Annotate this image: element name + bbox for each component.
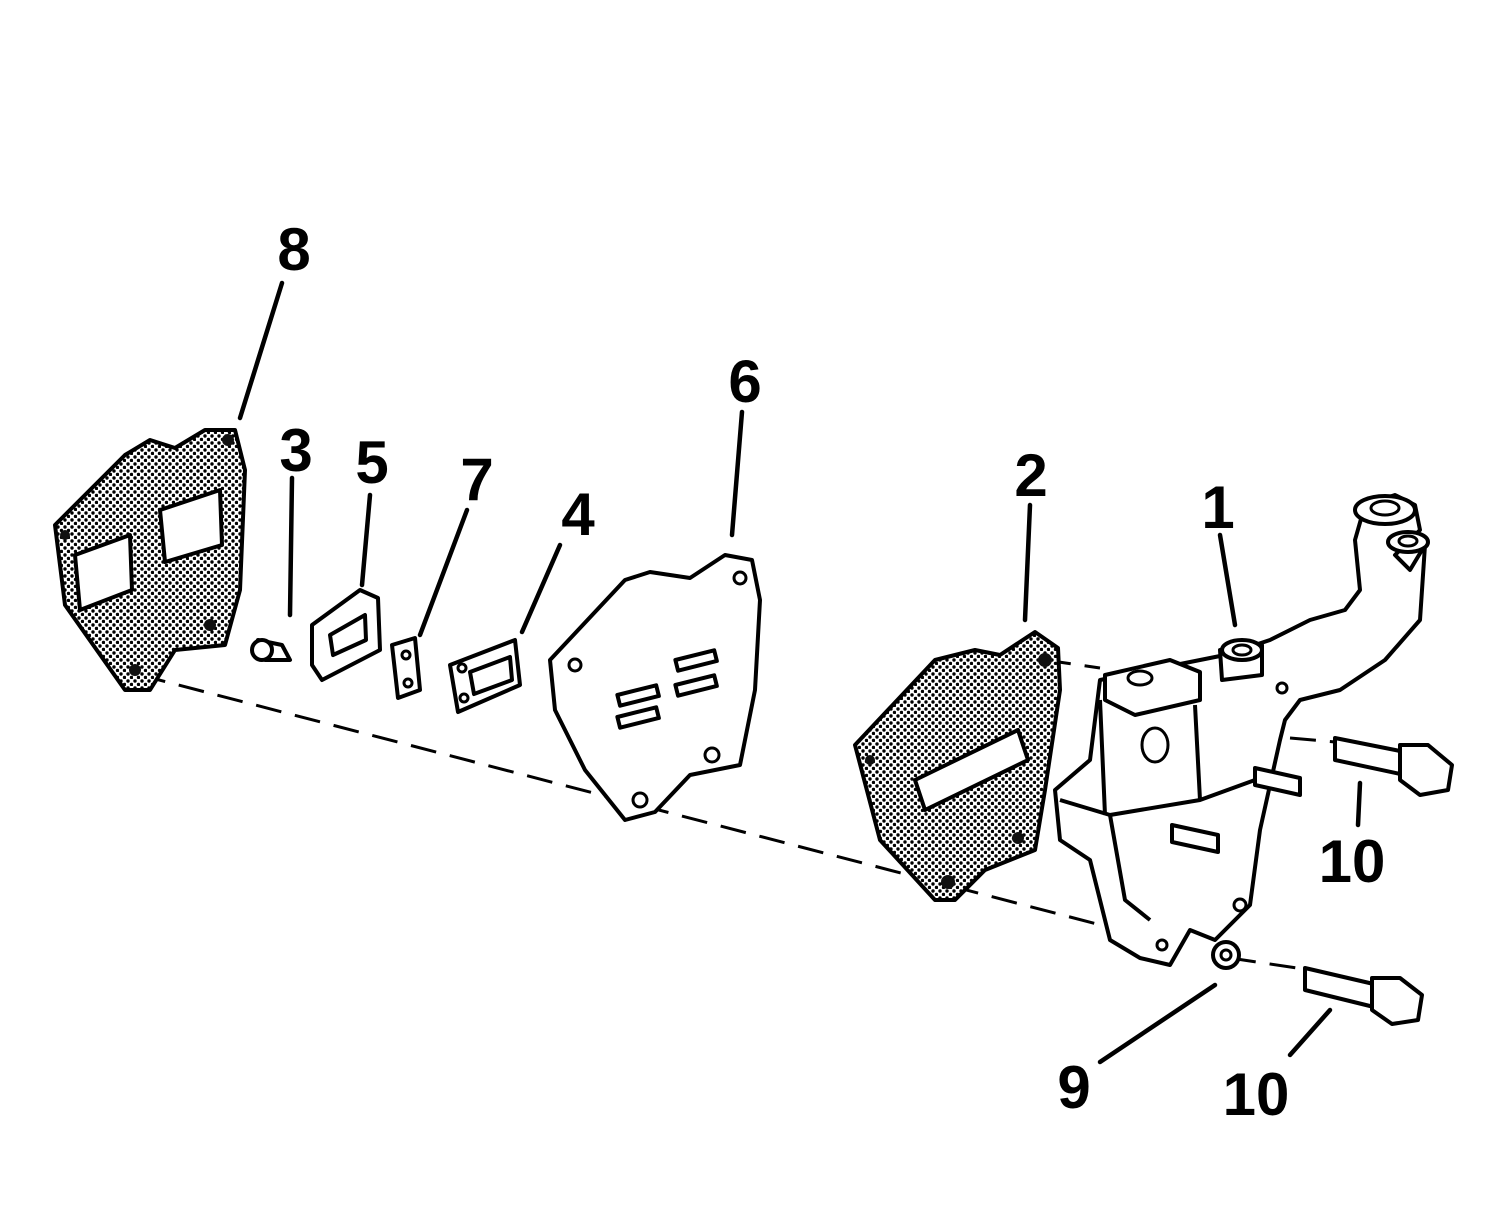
lock-washer-part-9 xyxy=(1211,940,1241,970)
callout-7: 7 xyxy=(460,446,493,513)
callout-5: 5 xyxy=(355,429,388,496)
bolt-part-10-lower xyxy=(1303,966,1424,1026)
callout-8: 8 xyxy=(277,216,310,283)
callout-3: 3 xyxy=(279,417,312,484)
reed-stop-part-5 xyxy=(310,588,382,682)
leader-lines xyxy=(237,280,1363,1065)
gasket-part-2 xyxy=(853,630,1062,902)
callout-10-upper: 10 xyxy=(1319,828,1386,895)
retainer-part-7 xyxy=(390,636,422,700)
gasket-part-8 xyxy=(53,428,247,692)
callout-2: 2 xyxy=(1014,442,1047,509)
reed-plate-part-6 xyxy=(548,553,762,822)
callout-4: 4 xyxy=(561,481,595,548)
callout-10-lower: 10 xyxy=(1223,1061,1290,1128)
callout-6: 6 xyxy=(728,348,761,415)
reed-petal-part-4 xyxy=(448,638,522,714)
bolt-part-10-upper xyxy=(1333,736,1454,797)
housing-part-1 xyxy=(1053,493,1430,967)
screw-part-3 xyxy=(250,638,292,662)
callout-1: 1 xyxy=(1201,474,1234,541)
callout-9: 9 xyxy=(1057,1054,1090,1121)
callout-labels: 8 3 5 7 4 6 2 1 10 9 10 xyxy=(277,216,1385,1128)
